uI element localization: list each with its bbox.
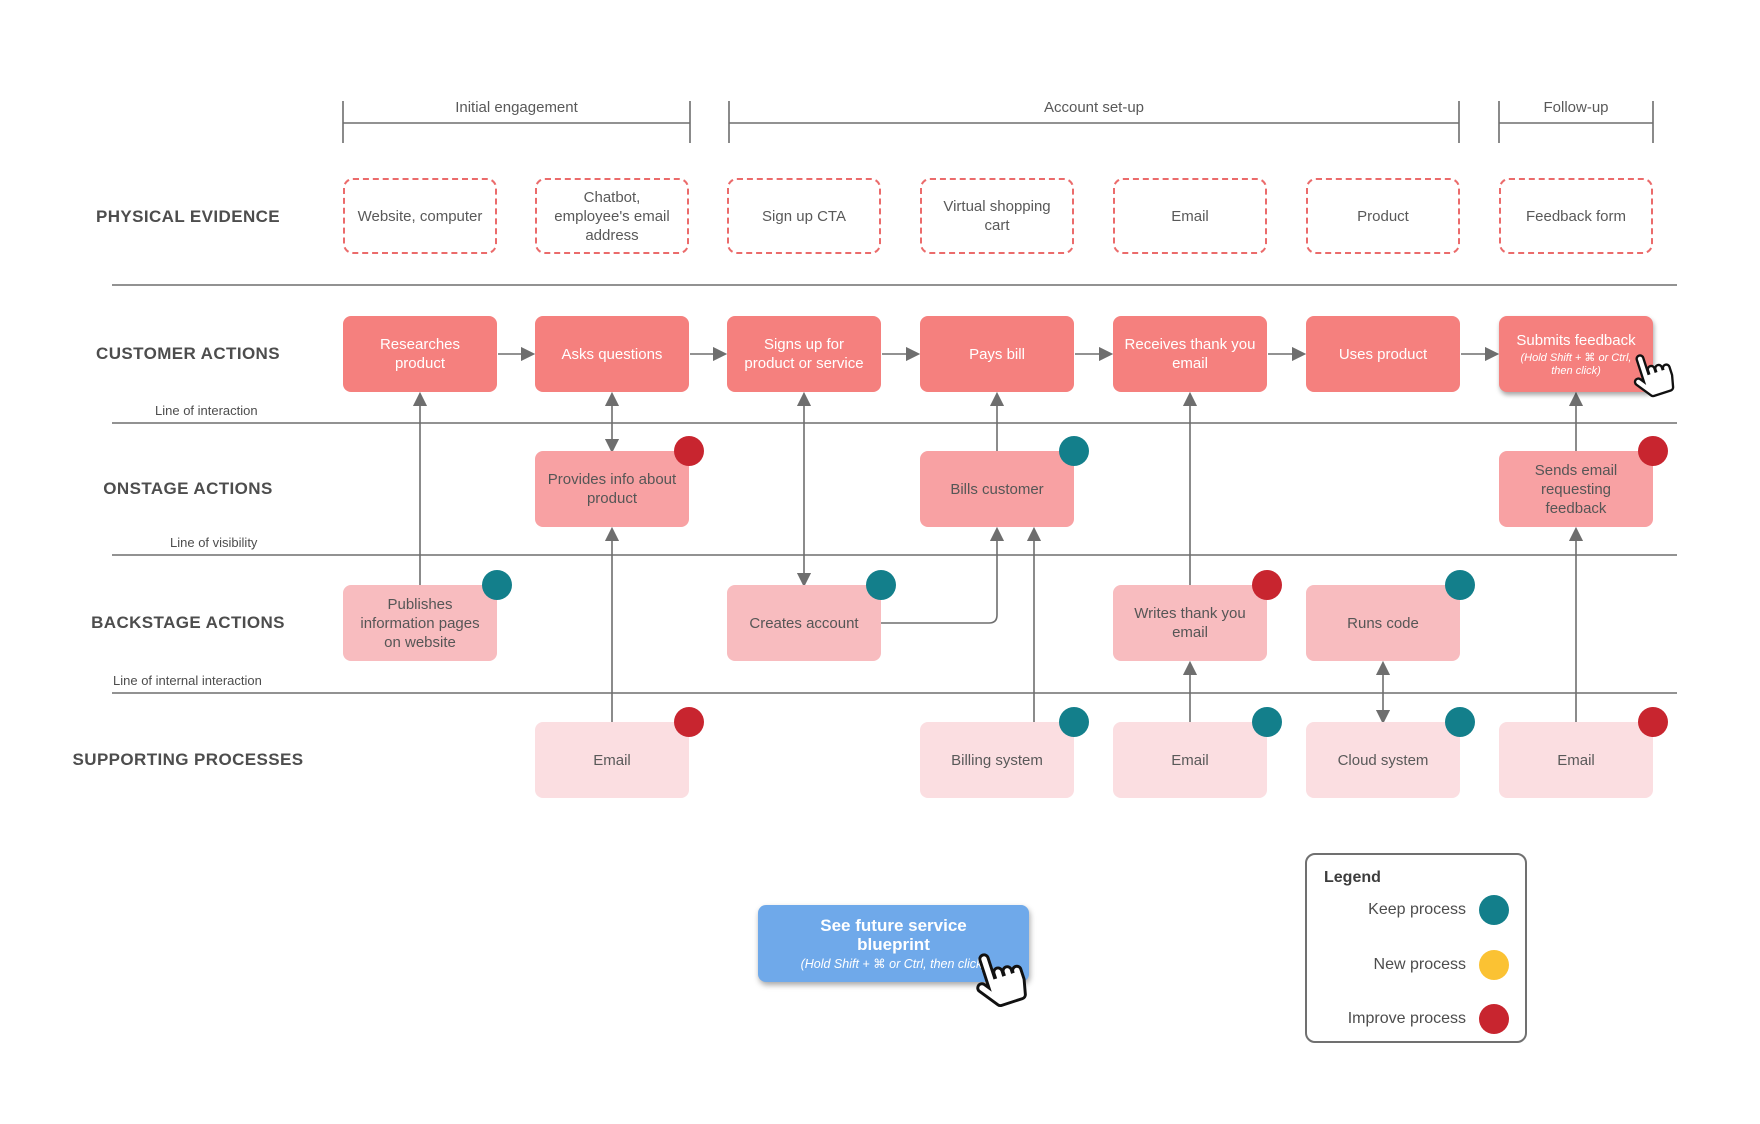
lane-label-backstage: BACKSTAGE ACTIONS xyxy=(91,613,285,632)
node-label: Sign up CTA xyxy=(762,207,846,225)
legend-item-label: New process xyxy=(1373,955,1466,973)
node-label: Uses product xyxy=(1338,345,1428,363)
improve-process-dot xyxy=(674,436,704,466)
node-click-hint: (Hold Shift + ⌘ or Ctrl, then click) xyxy=(1520,351,1632,377)
node-sends[interactable]: Sends email requesting feedback xyxy=(1499,451,1653,527)
node-label: Chatbot, employee's email address xyxy=(554,188,670,244)
lane-label-customer: CUSTOMER ACTIONS xyxy=(96,344,280,363)
node-cloud[interactable]: Cloud system xyxy=(1306,722,1460,798)
improve-process-dot xyxy=(674,707,704,737)
node-label: Asks questions xyxy=(561,345,663,363)
node-label: Writes thank you email xyxy=(1134,605,1246,641)
node-label: Bills customer xyxy=(950,480,1044,498)
keep-process-dot xyxy=(1445,570,1475,600)
rule-label: Line of visibility xyxy=(170,535,258,550)
node-pe2[interactable]: Chatbot, employee's email address xyxy=(535,178,689,254)
connector-creates-bills xyxy=(881,526,1005,624)
node-writes[interactable]: Writes thank you email xyxy=(1113,585,1267,661)
node-provides[interactable]: Provides info about product xyxy=(535,451,689,527)
keep-process-dot xyxy=(1252,707,1282,737)
future-blueprint-button[interactable]: See future service blueprint (Hold Shift… xyxy=(758,905,1029,982)
node-sp_email3[interactable]: Email xyxy=(1499,722,1653,798)
node-uses[interactable]: Uses product xyxy=(1306,316,1460,392)
node-label: Signs up for product or service xyxy=(744,336,864,372)
node-sp_email2[interactable]: Email xyxy=(1113,722,1267,798)
node-label: Provides info about product xyxy=(547,471,677,507)
node-signs[interactable]: Signs up for product or service xyxy=(727,316,881,392)
phase-label: Account set-up xyxy=(1043,99,1145,116)
future-blueprint-button-hint: (Hold Shift + ⌘ or Ctrl, then click) xyxy=(800,957,987,971)
lane-label-supporting: SUPPORTING PROCESSES xyxy=(72,750,304,769)
node-label: Feedback form xyxy=(1525,207,1627,225)
phase-bracket xyxy=(342,101,691,143)
legend-item: Keep process xyxy=(1368,895,1509,925)
node-pe6[interactable]: Product xyxy=(1306,178,1460,254)
node-sp_email1[interactable]: Email xyxy=(535,722,689,798)
node-creates[interactable]: Creates account xyxy=(727,585,881,661)
node-pe1[interactable]: Website, computer xyxy=(343,178,497,254)
phase-bracket xyxy=(1498,101,1654,143)
lane-label-onstage: ONSTAGE ACTIONS xyxy=(103,479,273,498)
improve-process-dot xyxy=(1638,707,1668,737)
node-label: Pays bill xyxy=(969,345,1025,363)
node-label: Email xyxy=(1171,751,1209,769)
future-blueprint-button-label: See future service blueprint xyxy=(820,916,967,954)
legend-title: Legend xyxy=(1324,869,1381,886)
node-label: Submits feedback xyxy=(1516,331,1636,349)
node-label: Product xyxy=(1357,207,1409,225)
node-pays[interactable]: Pays bill xyxy=(920,316,1074,392)
node-label: Cloud system xyxy=(1337,751,1429,769)
hand-cursor-icon xyxy=(1624,344,1681,403)
node-label: Virtual shopping cart xyxy=(943,198,1051,234)
node-pe5[interactable]: Email xyxy=(1113,178,1267,254)
keep-process-swatch-icon xyxy=(1479,895,1509,925)
node-asks[interactable]: Asks questions xyxy=(535,316,689,392)
legend-item: New process xyxy=(1373,949,1509,980)
keep-process-dot xyxy=(866,570,896,600)
node-label: Researches product xyxy=(379,336,461,372)
node-label: Publishes information pages on website xyxy=(360,595,480,651)
phase-bracket xyxy=(728,101,1460,143)
node-label: Receives thank you email xyxy=(1124,336,1256,372)
improve-process-dot xyxy=(1252,570,1282,600)
improve-process-dot xyxy=(1638,436,1668,466)
node-billing[interactable]: Billing system xyxy=(920,722,1074,798)
lane-label-physical: PHYSICAL EVIDENCE xyxy=(95,207,281,226)
keep-process-dot xyxy=(1445,707,1475,737)
phase-label: Initial engagement xyxy=(455,99,578,116)
legend-item: Improve process xyxy=(1348,1004,1509,1034)
node-label: Runs code xyxy=(1347,614,1419,632)
node-pe4[interactable]: Virtual shopping cart xyxy=(920,178,1074,254)
node-label: Email xyxy=(1171,207,1209,225)
node-pe3[interactable]: Sign up CTA xyxy=(727,178,881,254)
keep-process-dot xyxy=(1059,707,1089,737)
node-label: Billing system xyxy=(951,751,1043,769)
node-runs[interactable]: Runs code xyxy=(1306,585,1460,661)
node-bills[interactable]: Bills customer xyxy=(920,451,1074,527)
node-label: Sends email requesting feedback xyxy=(1534,461,1618,517)
node-label: Creates account xyxy=(749,614,859,632)
new-process-swatch-icon xyxy=(1479,949,1509,980)
legend-item-label: Keep process xyxy=(1368,901,1466,918)
node-label: Email xyxy=(593,751,631,769)
node-receives[interactable]: Receives thank you email xyxy=(1113,316,1267,392)
rule-label: Line of internal interaction xyxy=(113,673,262,688)
node-pe7[interactable]: Feedback form xyxy=(1499,178,1653,254)
legend-item-label: Improve process xyxy=(1347,1010,1466,1027)
keep-process-dot xyxy=(1059,436,1089,466)
node-label: Email xyxy=(1557,751,1595,769)
phase-label: Follow-up xyxy=(1543,99,1609,116)
node-publishes[interactable]: Publishes information pages on website xyxy=(343,585,497,661)
node-submits[interactable]: Submits feedback (Hold Shift + ⌘ or Ctrl,… xyxy=(1499,316,1653,392)
node-researches[interactable]: Researches product xyxy=(343,316,497,392)
node-label: Website, computer xyxy=(357,207,483,225)
hand-cursor-icon xyxy=(964,941,1034,1015)
keep-process-dot xyxy=(482,570,512,600)
rule-label: Line of interaction xyxy=(155,403,258,418)
improve-process-swatch-icon xyxy=(1479,1004,1509,1034)
